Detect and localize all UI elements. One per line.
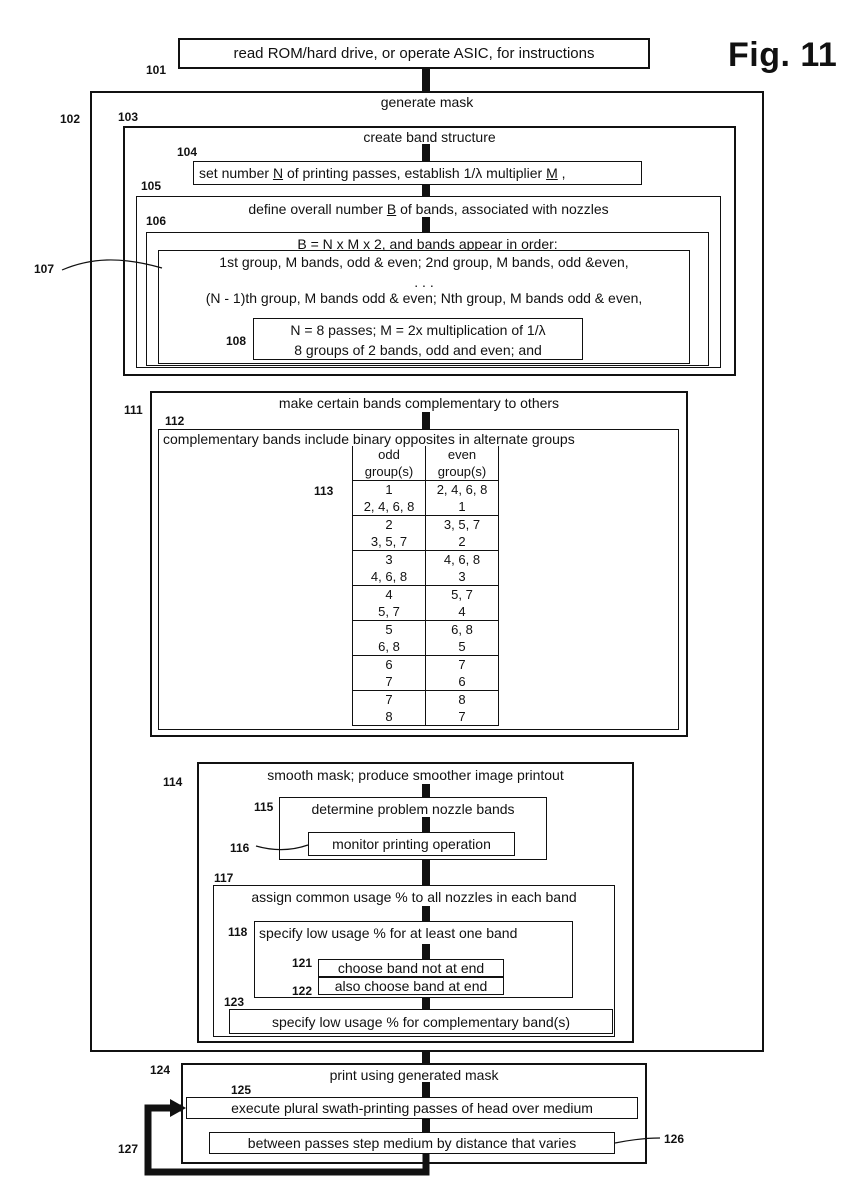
step-108-line1: N = 8 passes; M = 2x multiplication of 1…	[253, 322, 583, 338]
step-111-text: make certain bands complementary to othe…	[150, 395, 688, 411]
ref-108: 108	[226, 334, 246, 348]
ref-125: 125	[231, 1083, 251, 1097]
step-107-line2: (N - 1)th group, M bands odd & even; Nth…	[158, 290, 690, 306]
flow-connector	[422, 67, 430, 92]
flow-connector	[422, 817, 430, 833]
table-row: 34, 6, 8 4, 6, 83	[353, 551, 499, 586]
flow-connector	[422, 906, 430, 922]
step-104-text: set number N of printing passes, establi…	[199, 165, 566, 181]
flow-connector	[422, 1119, 430, 1133]
ref-107: 107	[34, 262, 54, 276]
ref-105: 105	[141, 179, 161, 193]
step-121-text: choose band not at end	[318, 960, 504, 976]
step-117-text: assign common usage % to all nozzles in …	[213, 889, 615, 905]
step-107-line1: 1st group, M bands, odd & even; 2nd grou…	[158, 254, 690, 270]
step-115-text: determine problem nozzle bands	[279, 801, 547, 817]
figure-label: Fig. 11	[728, 36, 837, 75]
step-116-text: monitor printing operation	[308, 836, 515, 852]
ref-103: 103	[118, 110, 138, 124]
flow-connector	[422, 1082, 430, 1098]
ref-124: 124	[150, 1063, 170, 1077]
flow-connector	[422, 217, 430, 233]
step-122-text: also choose band at end	[318, 978, 504, 994]
ref-115: 115	[254, 800, 273, 814]
step-124-text: print using generated mask	[181, 1067, 647, 1083]
ref-112: 112	[165, 414, 184, 428]
flow-connector	[422, 412, 430, 430]
table-row: 45, 7 5, 74	[353, 586, 499, 621]
table-row: 12, 4, 6, 8 2, 4, 6, 81	[353, 481, 499, 516]
step-102-text: generate mask	[90, 94, 764, 110]
ref-118: 118	[228, 925, 247, 939]
step-108-line2: 8 groups of 2 bands, odd and even; and	[253, 342, 583, 358]
step-101-text: read ROM/hard drive, or operate ASIC, fo…	[178, 46, 650, 62]
step-105-text: define overall number B of bands, associ…	[136, 201, 721, 217]
ref-104: 104	[177, 145, 197, 159]
table-row: 23, 5, 7 3, 5, 72	[353, 516, 499, 551]
ref-102: 102	[60, 112, 80, 126]
ref-111: 111	[124, 403, 143, 417]
header-odd: oddgroup(s)	[353, 446, 426, 481]
ref-121: 121	[292, 956, 312, 970]
flow-connector	[422, 784, 430, 798]
table-row: 56, 8 6, 85	[353, 621, 499, 656]
step-125-text: execute plural swath-printing passes of …	[186, 1100, 638, 1116]
ref-113: 113	[314, 484, 333, 498]
step-112-text: complementary bands include binary oppos…	[163, 431, 575, 447]
step-126-text: between passes step medium by distance t…	[209, 1135, 615, 1151]
step-123-text: specify low usage % for complementary ba…	[229, 1014, 613, 1030]
table-row: 78 87	[353, 691, 499, 726]
ref-117: 117	[214, 871, 233, 885]
ref-114: 114	[163, 775, 182, 789]
step-118-text: specify low usage % for at least one ban…	[259, 925, 517, 941]
ref-126: 126	[664, 1132, 684, 1146]
flow-connector	[422, 144, 430, 162]
header-even: evengroup(s)	[426, 446, 499, 481]
step-114-text: smooth mask; produce smoother image prin…	[197, 767, 634, 783]
step-103-text: create band structure	[123, 129, 736, 145]
ref-122: 122	[292, 984, 312, 998]
ref-116: 116	[230, 841, 249, 855]
table-row: 67 76	[353, 656, 499, 691]
flow-connector	[422, 944, 430, 960]
table-header-row: oddgroup(s) evengroup(s)	[353, 446, 499, 481]
ref-106: 106	[146, 214, 166, 228]
ref-127: 127	[118, 1142, 138, 1156]
ref-101: 101	[146, 63, 166, 77]
flow-connector	[422, 860, 430, 886]
step-107-dots: . . .	[158, 274, 690, 290]
ref-123: 123	[224, 995, 244, 1009]
complementary-groups-table: oddgroup(s) evengroup(s) 12, 4, 6, 8 2, …	[352, 446, 499, 726]
